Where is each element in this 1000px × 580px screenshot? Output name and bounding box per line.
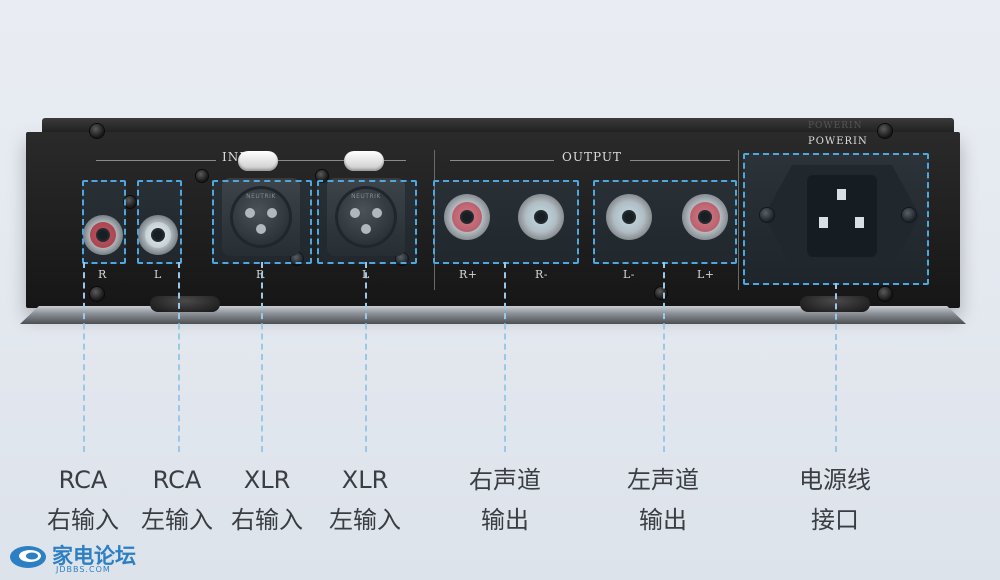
xlr-brand: NEUTRIK [351,193,381,200]
screw-icon [878,124,892,138]
screw-icon [90,124,104,138]
forum-logo-icon [10,546,46,568]
out-rp-label: R+ [459,268,478,281]
watermark: 家电论坛 JDBBS.COM [8,540,168,576]
pin-icon [361,224,371,234]
pin-icon [855,217,864,228]
xlr-r-label: R [256,268,265,281]
screw-icon [316,170,328,182]
right-output-highlight [433,180,579,264]
pin-icon [372,208,382,218]
power-header-ghost: POWERIN [808,121,863,131]
red-ring-icon [690,202,720,232]
power-inlet-highlight [743,153,929,285]
chassis-top [42,118,954,136]
red-ring-icon [90,222,116,248]
out-rm-label: R- [535,268,548,281]
section-divider [738,150,739,290]
label-left-output: 左声道输出 [627,466,699,534]
out-lp-label: L+ [697,268,715,281]
label-power-inlet: 电源线接口 [799,466,871,534]
chassis-bottom-edge [20,306,966,324]
callout-line [663,262,665,452]
screw-icon [878,287,892,301]
callout-line [261,262,263,452]
red-ring-icon [452,202,482,232]
callout-line [178,262,180,452]
rca-left-input-jack[interactable] [138,215,178,255]
pin-icon [350,208,360,218]
iec-socket [807,175,877,257]
rca-right-input-jack[interactable] [83,215,123,255]
right-positive-output-post[interactable] [444,194,490,240]
rca-left-highlight [137,180,182,264]
left-positive-output-post[interactable] [682,194,728,240]
xlr-left-input-jack[interactable]: NEUTRIK [327,178,405,256]
screw-icon [902,208,916,222]
pin-icon [256,224,266,234]
xlr-right-input-jack[interactable]: NEUTRIK [222,178,300,256]
device-foot [150,296,220,312]
screw-icon [124,196,136,208]
power-header: POWERIN [808,136,868,147]
watermark-url: JDBBS.COM [56,565,111,574]
pin-icon [837,189,846,200]
callout-line [365,262,367,452]
screw-icon [655,287,667,299]
label-right-output: 右声道输出 [469,466,541,534]
out-lm-label: L- [623,268,636,281]
screw-icon [196,170,208,182]
left-output-highlight [593,180,737,264]
screw-icon [760,208,774,222]
iec-power-inlet[interactable] [764,165,920,267]
right-negative-output-post[interactable] [518,194,564,240]
pin-icon [267,208,277,218]
callout-line [504,262,506,452]
xlr-brand: NEUTRIK [246,193,276,200]
screw-icon [90,287,104,301]
output-header-line [630,160,730,161]
rca-right-highlight [82,180,126,264]
input-header-line [96,160,216,161]
xlr-right-highlight [212,180,312,264]
callout-line [835,283,837,452]
white-ring-icon [145,222,171,248]
xlr-latch-icon[interactable] [238,151,278,171]
output-header-line [450,160,554,161]
left-negative-output-post[interactable] [606,194,652,240]
rca-l-label: L [154,268,162,281]
input-header-line [276,160,406,161]
xlr-latch-icon[interactable] [344,151,384,171]
watermark-name: 家电论坛 [52,544,136,568]
pin-icon [819,217,828,228]
rca-r-label: R [98,268,107,281]
callout-line [83,262,85,452]
pin-icon [245,208,255,218]
output-header: OUTPUT [562,150,622,164]
grey-ring-icon [526,202,556,232]
xlr-left-highlight [317,180,417,264]
grey-ring-icon [614,202,644,232]
